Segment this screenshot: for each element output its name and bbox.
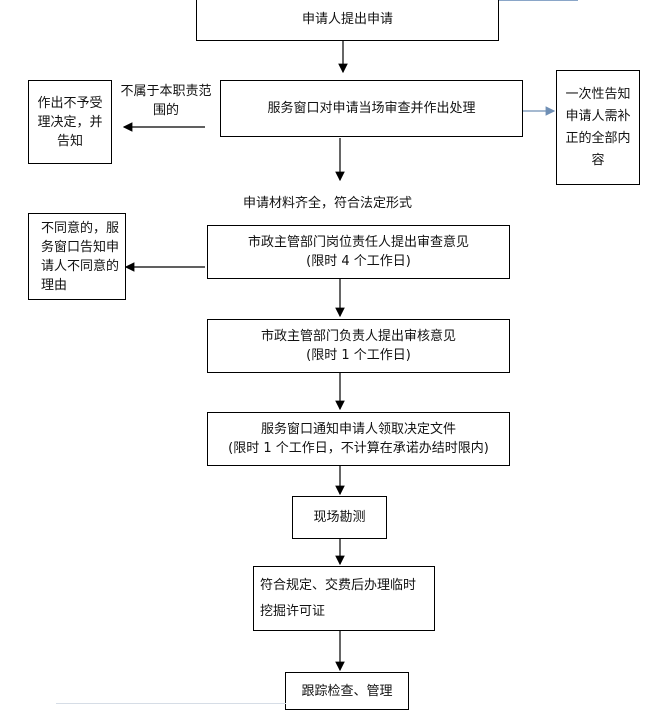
step-follow-up-text: 跟踪检查、管理 — [301, 683, 393, 699]
step-notify-collect-limit: (限时 1 个工作日，不计算在承诺办结时限内) — [228, 441, 489, 456]
step-post-review: 市政主管部门岗位责任人提出审查意见 (限时 4 个工作日) — [207, 225, 510, 279]
step-post-review-limit: (限时 4 个工作日) — [306, 254, 411, 269]
step-site-survey-text: 现场勘测 — [313, 510, 366, 525]
step-window-review: 服务窗口对申请当场审查并作出处理 — [220, 80, 523, 137]
step-reject-scope: 作出不予受理决定，并告知 — [28, 80, 112, 164]
step-head-review: 市政主管部门负责人提出审核意见 (限时 1 个工作日) — [207, 319, 510, 373]
edge-label-not-in-scope-text: 不属于本职责范围的 — [120, 84, 212, 118]
step-notify-collect: 服务窗口通知申请人领取决定文件 (限时 1 个工作日，不计算在承诺办结时限内) — [207, 412, 510, 466]
step-notify-supplement: 一次性告知申请人需补正的全部内容 — [556, 70, 640, 185]
step-disagree: 不同意的，服务窗口告知申请人不同意的理由 — [28, 213, 126, 300]
step-window-review-text: 服务窗口对申请当场审查并作出处理 — [267, 101, 476, 116]
step-site-survey: 现场勘测 — [292, 496, 387, 539]
step-notify-collect-text: 服务窗口通知申请人领取决定文件 — [260, 422, 456, 437]
edge-label-not-in-scope: 不属于本职责范围的 — [120, 82, 212, 120]
step-head-review-limit: (限时 1 个工作日) — [306, 348, 411, 363]
step-apply: 申请人提出申请 — [196, 0, 499, 41]
step-permit: 符合规定、交费后办理临时挖掘许可证 — [253, 566, 435, 631]
edge-label-complete-text: 申请材料齐全，符合法定形式 — [243, 196, 413, 211]
step-head-review-text: 市政主管部门负责人提出审核意见 — [260, 329, 456, 344]
step-reject-scope-text: 作出不予受理决定，并告知 — [37, 95, 103, 149]
step-disagree-text: 不同意的，服务窗口告知申请人不同意的理由 — [41, 220, 120, 293]
edge-label-complete: 申请材料齐全，符合法定形式 — [243, 194, 412, 213]
top-edge-line — [498, 0, 578, 1]
step-follow-up: 跟踪检查、管理 — [285, 672, 409, 710]
step-notify-supplement-text: 一次性告知申请人需补正的全部内容 — [565, 86, 631, 168]
bottom-ruler-line — [56, 703, 286, 704]
step-post-review-text: 市政主管部门岗位责任人提出审查意见 — [247, 235, 469, 250]
step-apply-text: 申请人提出申请 — [301, 12, 393, 27]
step-permit-text: 符合规定、交费后办理临时挖掘许可证 — [260, 577, 417, 619]
